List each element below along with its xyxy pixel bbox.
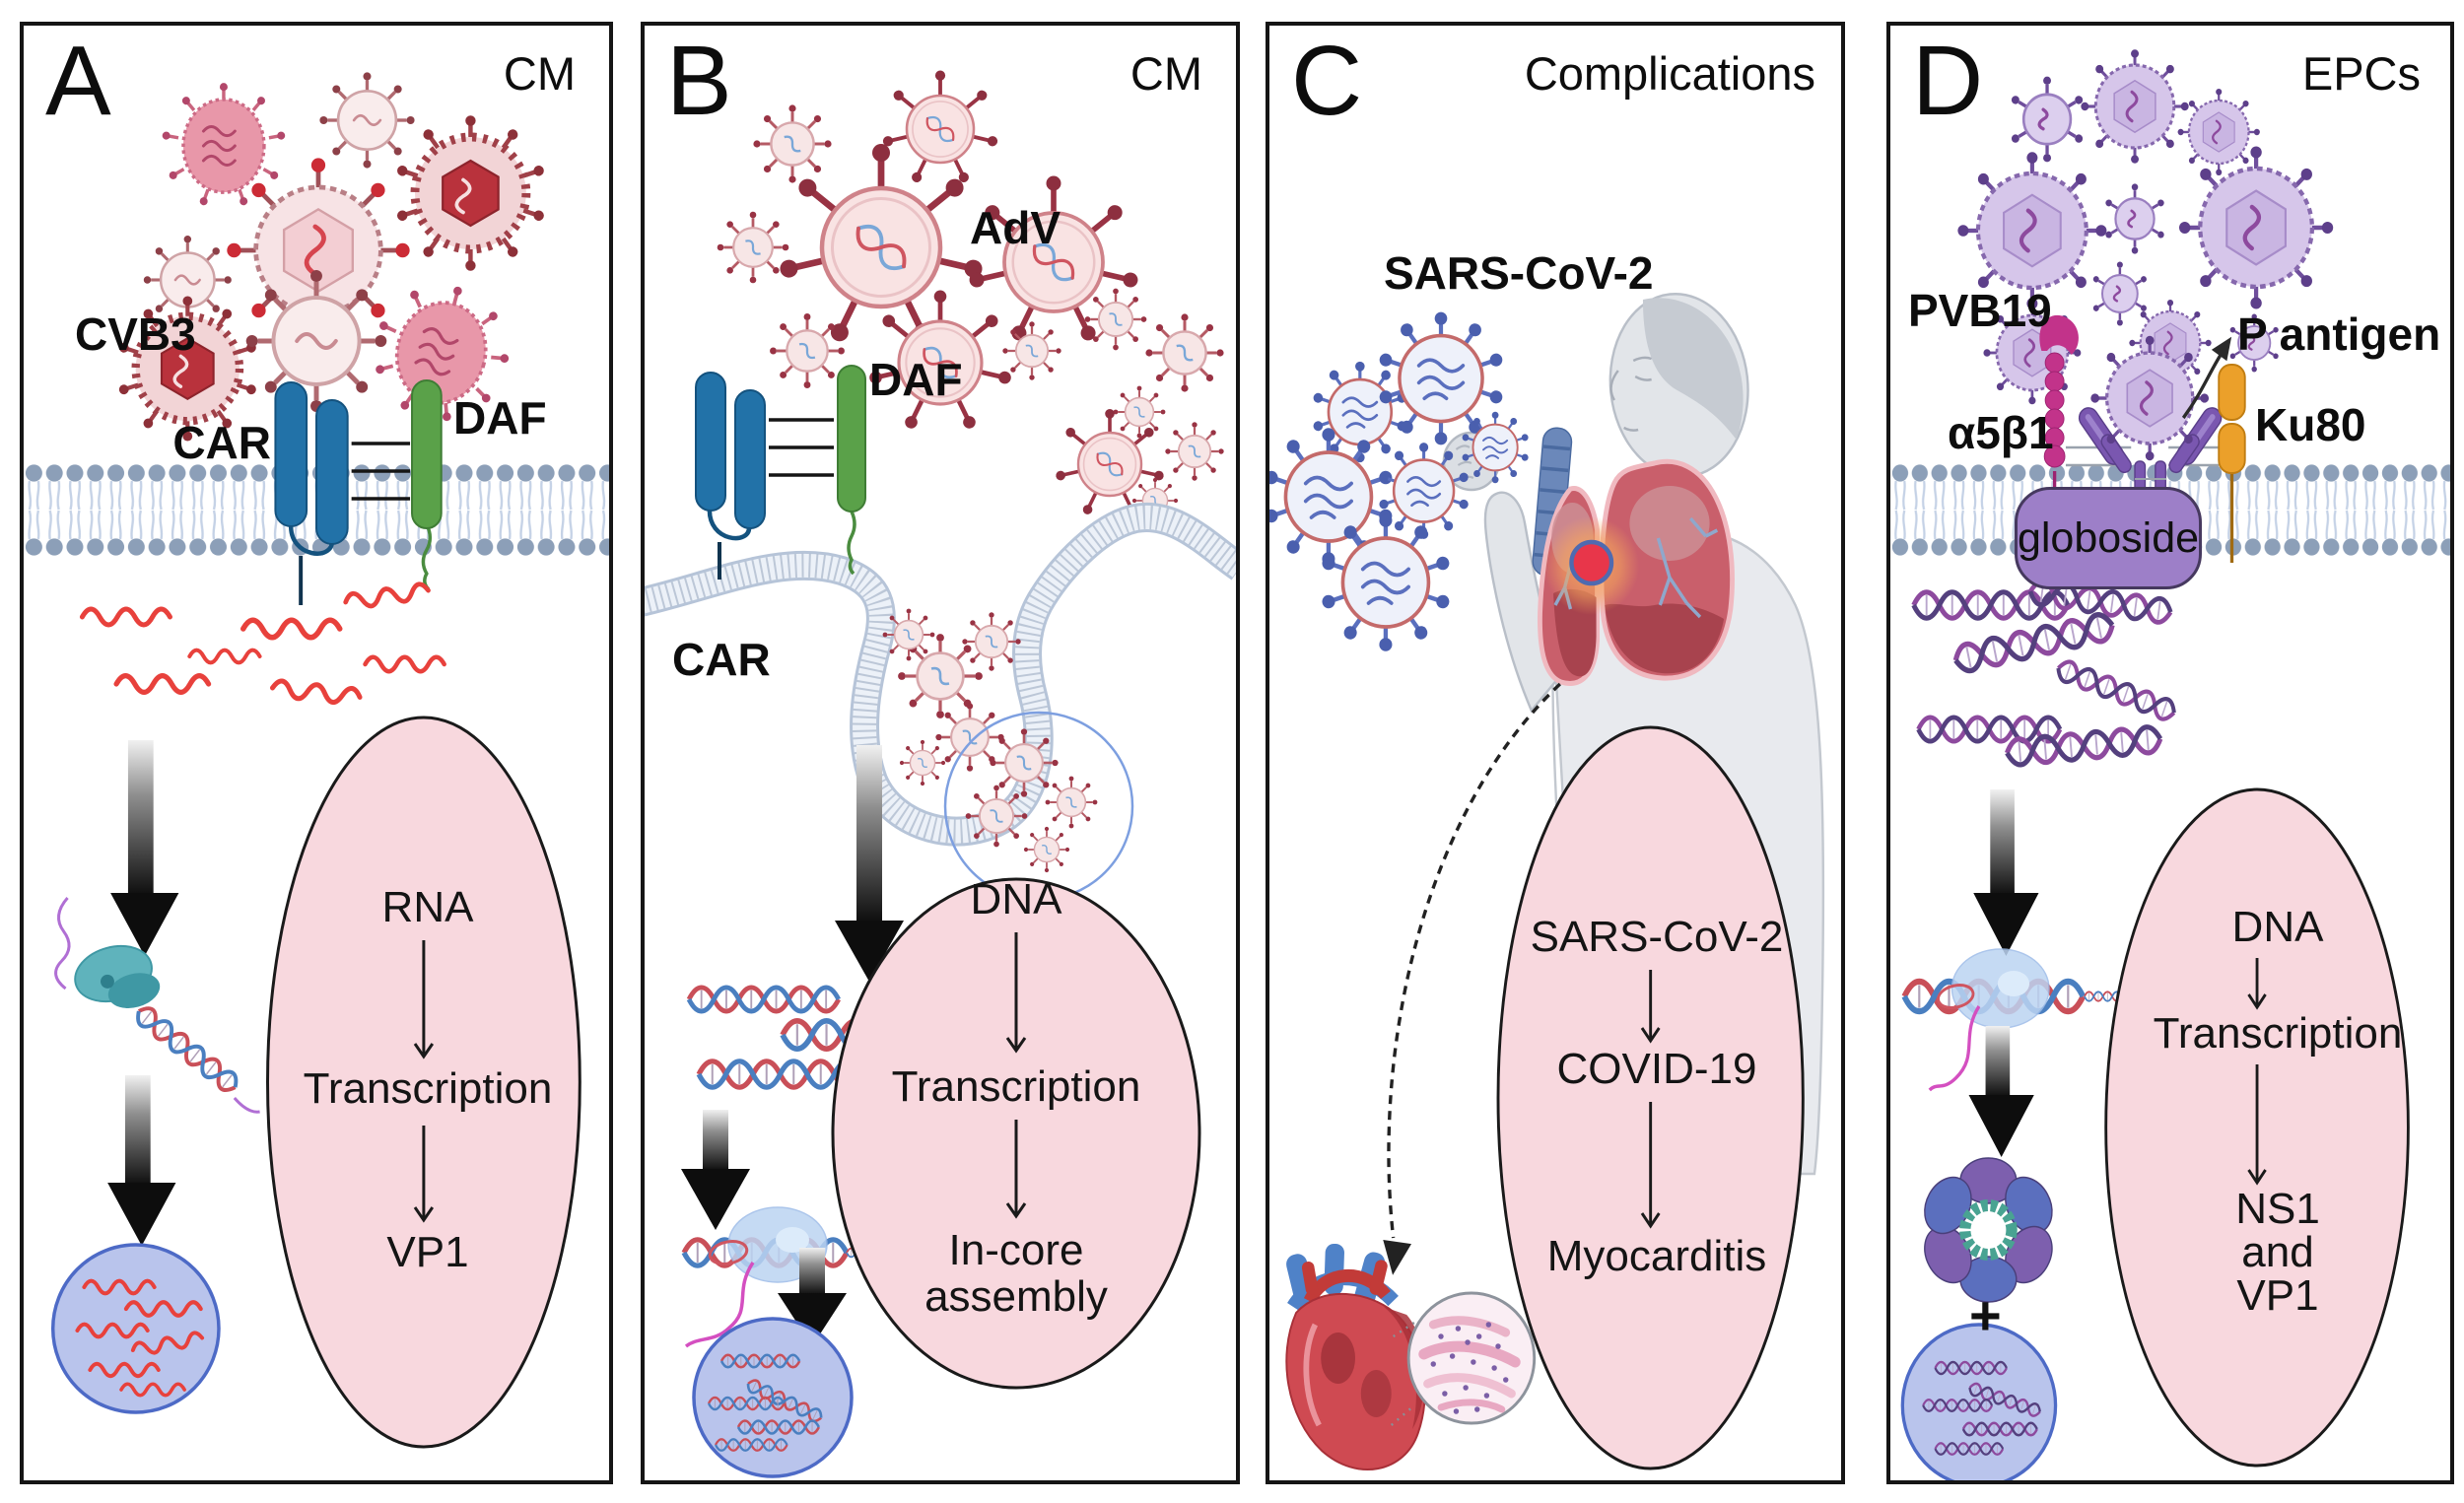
p-antigen-arrow xyxy=(2181,336,2232,420)
adv-in-endosome-pocket xyxy=(881,607,1022,786)
gradient-arrow xyxy=(778,1248,847,1346)
panel-letter: B xyxy=(666,26,732,136)
viral-dna-helix-group xyxy=(1914,580,2178,766)
p-antigen-label: P antigen xyxy=(2237,308,2441,360)
panel-letter: C xyxy=(1291,26,1363,136)
process-ellipse xyxy=(831,877,1201,1390)
flow-step: and xyxy=(2241,1228,2314,1276)
flow-step: DNA xyxy=(970,875,1062,923)
panel-d: D EPCs PVB19 α5β1 P antigen Ku80 globosi… xyxy=(1886,22,2454,1484)
car-receptor xyxy=(695,372,766,580)
histology-nuclei-dots xyxy=(1430,1322,1509,1414)
complications-label: Complications xyxy=(1524,47,1815,100)
integrin-label: α5β1 xyxy=(1948,407,2054,458)
flow-step: SARS-CoV-2 xyxy=(1530,913,1784,961)
daf-receptor xyxy=(837,365,866,576)
ku80-receptor xyxy=(2218,364,2246,563)
panel-letter: A xyxy=(45,26,111,136)
flow-step: In-core assembly xyxy=(924,1226,1108,1321)
flow-step: DNA xyxy=(2231,903,2324,951)
cvb3-virion-icon xyxy=(317,70,417,171)
nucleus-with-dna xyxy=(692,1317,854,1478)
rna-polymerase-transcription xyxy=(1904,948,2142,1092)
cvb3-virion-icon xyxy=(396,115,546,271)
flow-step: VP1 xyxy=(2236,1271,2319,1320)
virus-name-label: CVB3 xyxy=(75,308,196,360)
flow-step: Transcription xyxy=(2153,1009,2403,1058)
viral-rna-squiggles xyxy=(82,583,444,706)
gradient-arrow xyxy=(681,1110,750,1230)
dashed-arrow-to-heart xyxy=(1383,682,1561,1275)
mrna-strand xyxy=(1928,1005,1981,1092)
flow-step: Transcription xyxy=(303,1064,553,1113)
gradient-arrow xyxy=(107,1075,176,1246)
car-receptor xyxy=(274,381,349,605)
car-label: CAR xyxy=(172,417,271,468)
flow-step: RNA xyxy=(381,883,474,931)
flow-step: Transcription xyxy=(891,1062,1141,1111)
panel-a-art xyxy=(24,70,609,1449)
flow-step: NS1 xyxy=(2235,1185,2320,1233)
panel-a: A CM CVB3 CAR DAF RNA Transcription VP1 xyxy=(20,22,613,1484)
panel-b: B CM AdV DAF CAR DNA Transcription In-co… xyxy=(641,22,1240,1484)
panel-c-art xyxy=(1269,292,1825,1470)
flow-step: Myocarditis xyxy=(1546,1232,1767,1280)
globoside-anchor: globoside xyxy=(2015,487,2202,589)
plus-sign: + xyxy=(1969,1284,2002,1346)
nucleus-with-rna xyxy=(50,1243,221,1414)
process-ellipse xyxy=(2104,787,2410,1468)
daf-label: DAF xyxy=(453,392,547,444)
process-ellipse xyxy=(1496,725,1805,1470)
pvb19-virion-attached xyxy=(2088,334,2211,462)
cell-type-label: EPCs xyxy=(2301,47,2421,100)
alpha5beta1-integrin-receptor xyxy=(2039,314,2079,558)
flow-arrow-icon xyxy=(413,940,435,1223)
receptor-link-lines xyxy=(769,418,834,477)
flow-arrow-icon xyxy=(2247,958,2267,1186)
gradient-arrow xyxy=(1968,1026,2034,1157)
cvb3-virion-attached xyxy=(246,270,387,412)
virus-name-label: SARS-CoV-2 xyxy=(1384,247,1654,299)
cvb3-virion-icon xyxy=(160,81,288,209)
flow-step: COVID-19 xyxy=(1556,1045,1757,1093)
cell-type-label: CM xyxy=(1129,47,1202,100)
heart-icon xyxy=(1285,1243,1426,1470)
head xyxy=(1608,292,1749,479)
globoside-label: globoside xyxy=(2017,513,2200,562)
process-ellipse xyxy=(266,716,582,1449)
receptor-link-lines xyxy=(351,442,411,501)
flow-arrow-icon xyxy=(1005,932,1027,1219)
daf-label: DAF xyxy=(869,354,963,405)
nucleus-with-dna xyxy=(1900,1323,2058,1480)
adv-virion-cluster-right xyxy=(1053,287,1226,524)
cell-type-label: CM xyxy=(503,47,576,100)
gradient-arrow xyxy=(835,745,904,982)
car-label: CAR xyxy=(672,634,771,685)
histology-inset xyxy=(1390,1291,1537,1426)
mrna-strand xyxy=(684,1262,755,1348)
capsid-icon xyxy=(1924,1157,2053,1303)
ribosome-translation xyxy=(54,897,260,1114)
flow-arrow-icon xyxy=(1640,970,1661,1229)
ku80-label: Ku80 xyxy=(2255,399,2366,450)
cvb3-virion-cluster xyxy=(118,70,546,441)
virus-name-label: AdV xyxy=(970,202,1061,253)
gradient-arrow xyxy=(110,740,179,956)
flow-step: VP1 xyxy=(386,1228,469,1276)
panel-letter: D xyxy=(1912,26,1984,136)
gradient-arrow xyxy=(1973,789,2039,956)
infection-site-marker xyxy=(1569,539,1614,586)
virus-name-label: PVB19 xyxy=(1908,285,2052,336)
panel-c: C Complications SARS-CoV-2 SARS-CoV-2 CO… xyxy=(1266,22,1845,1484)
panel-d-art xyxy=(1890,47,2450,1480)
panel-b-art xyxy=(645,68,1236,1478)
daf-receptor xyxy=(411,379,443,591)
